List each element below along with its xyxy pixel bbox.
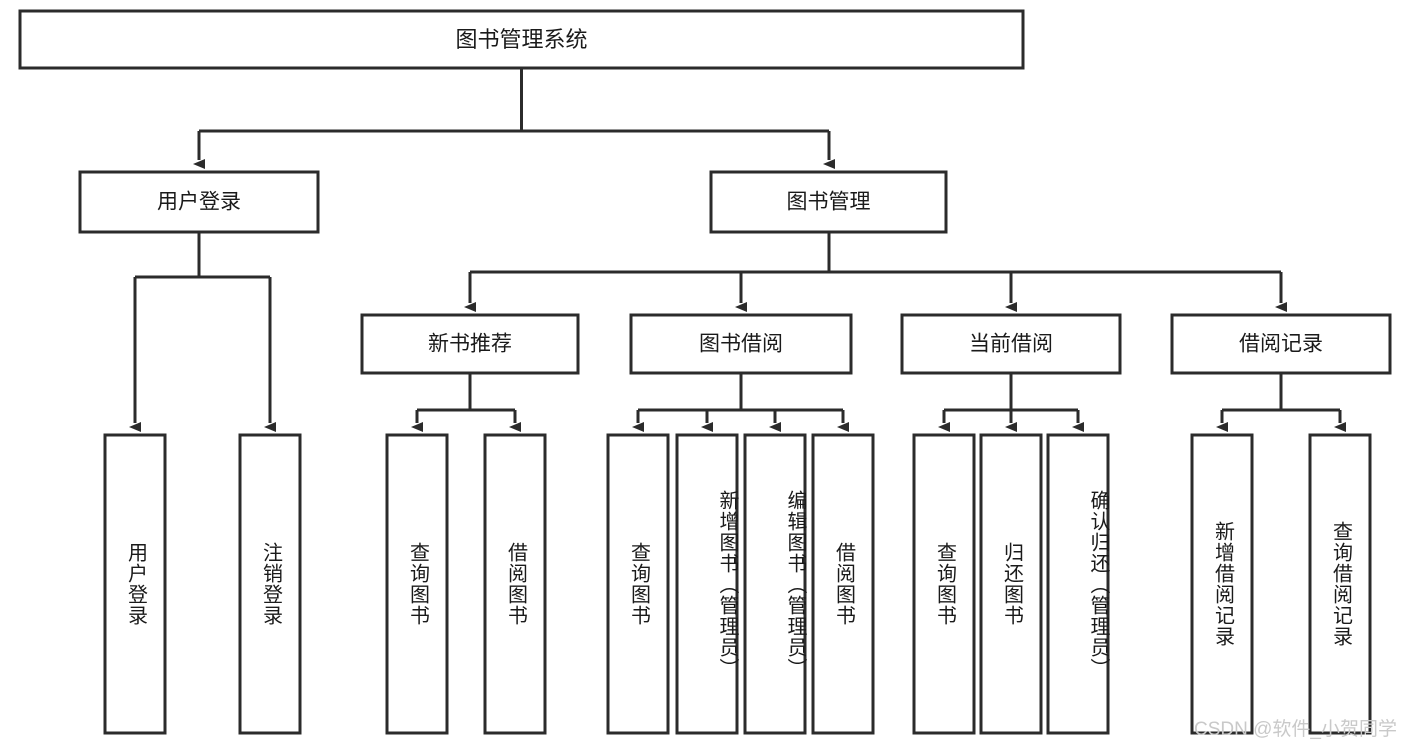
node-book-manage-label: 图书管理 [787,191,871,214]
connector-group-borrow-record [1216,373,1346,432]
node-book-manage[interactable]: 图书管理 [709,170,948,234]
node-borrow-record[interactable]: 借阅记录 [1170,313,1392,375]
node-leaf-user-login-box[interactable] [103,433,167,735]
node-user-login-box[interactable] [78,170,320,234]
connector-group-book-manage [464,232,1287,312]
node-new-book-recommend[interactable]: 新书推荐 [360,313,580,375]
node-leaf-confirm-return-box[interactable] [1046,433,1110,735]
node-new-book-recommend-box[interactable] [360,313,580,375]
node-leaf-query-book-1-box[interactable] [385,433,449,735]
node-root-label: 图书管理系统 [455,27,587,52]
connector-group-user-login [129,232,276,432]
node-user-login-label: 用户登录 [157,191,241,214]
connector-group-book-borrow [632,373,849,432]
node-current-borrow-label: 当前借阅 [969,333,1053,356]
node-leaf-query-record-box[interactable] [1308,433,1372,735]
connector-group-current-borrow [938,373,1084,432]
node-leaf-query-book-3-box[interactable] [912,433,976,735]
node-leaf-query-book-2-box[interactable] [606,433,670,735]
node-leaf-return-book-box[interactable] [979,433,1043,735]
connector-group-root [193,68,835,169]
node-current-borrow-box[interactable] [900,313,1122,375]
node-book-borrow[interactable]: 图书借阅 [629,313,853,375]
node-leaf-logout-box[interactable] [238,433,302,735]
node-new-book-recommend-label: 新书推荐 [428,333,512,356]
connector-group-new-book-recommend [411,373,521,432]
node-leaf-edit-book-box[interactable] [743,433,807,735]
node-borrow-record-box[interactable] [1170,313,1392,375]
node-root[interactable]: 图书管理系统 [18,9,1025,70]
node-book-borrow-label: 图书借阅 [699,333,783,356]
node-book-borrow-box[interactable] [629,313,853,375]
node-current-borrow[interactable]: 当前借阅 [900,313,1122,375]
csdn-watermark: CSDN @软件_小贺同学 [1194,719,1397,740]
node-root-box[interactable] [18,9,1025,70]
node-book-manage-box[interactable] [709,170,948,234]
node-borrow-record-label: 借阅记录 [1239,333,1323,356]
node-leaf-add-record-box[interactable] [1190,433,1254,735]
node-user-login[interactable]: 用户登录 [78,170,320,234]
node-leaf-add-book-box[interactable] [675,433,739,735]
node-leaf-borrow-book-1-box[interactable] [483,433,547,735]
node-leaf-borrow-book-2-box[interactable] [811,433,875,735]
